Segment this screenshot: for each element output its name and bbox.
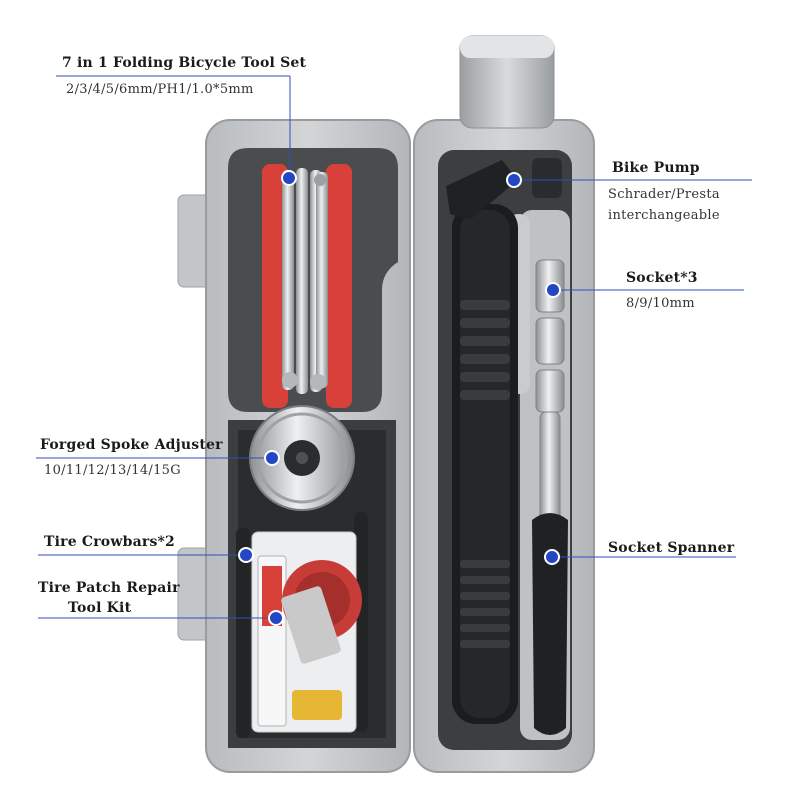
marker-dots (238, 170, 561, 626)
spoke-adjuster-title: Forged Spoke Adjuster (40, 437, 223, 453)
tire-crowbars (236, 512, 368, 738)
pump-spec-2: interchangeable (608, 208, 720, 223)
folding-tool-title: 7 in 1 Folding Bicycle Tool Set (62, 55, 307, 71)
folding-tool-spec: 2/3/4/5/6mm/PH1/1.0*5mm (66, 82, 254, 97)
socket-spanner-title: Socket Spanner (608, 540, 735, 556)
bike-pump (446, 158, 562, 724)
patch-kit-title-line1: Tire Patch Repair (38, 580, 180, 596)
folding-tool (262, 164, 352, 408)
pump-cap (459, 35, 555, 129)
socket-spanner (532, 411, 568, 735)
patch-kit-title-line2: Tool Kit (68, 600, 132, 616)
patch-kit (251, 531, 362, 733)
socket-spec: 8/9/10mm (626, 296, 695, 311)
pump-title: Bike Pump (612, 160, 700, 176)
pump-spec-1: Schrader/Presta (608, 187, 720, 202)
tire-crowbars-title: Tire Crowbars*2 (44, 534, 175, 550)
leader-lines (36, 75, 752, 619)
socket-title: Socket*3 (626, 270, 698, 286)
spoke-adjuster (249, 405, 355, 511)
spoke-adjuster-spec: 10/11/12/13/14/15G (44, 463, 181, 478)
